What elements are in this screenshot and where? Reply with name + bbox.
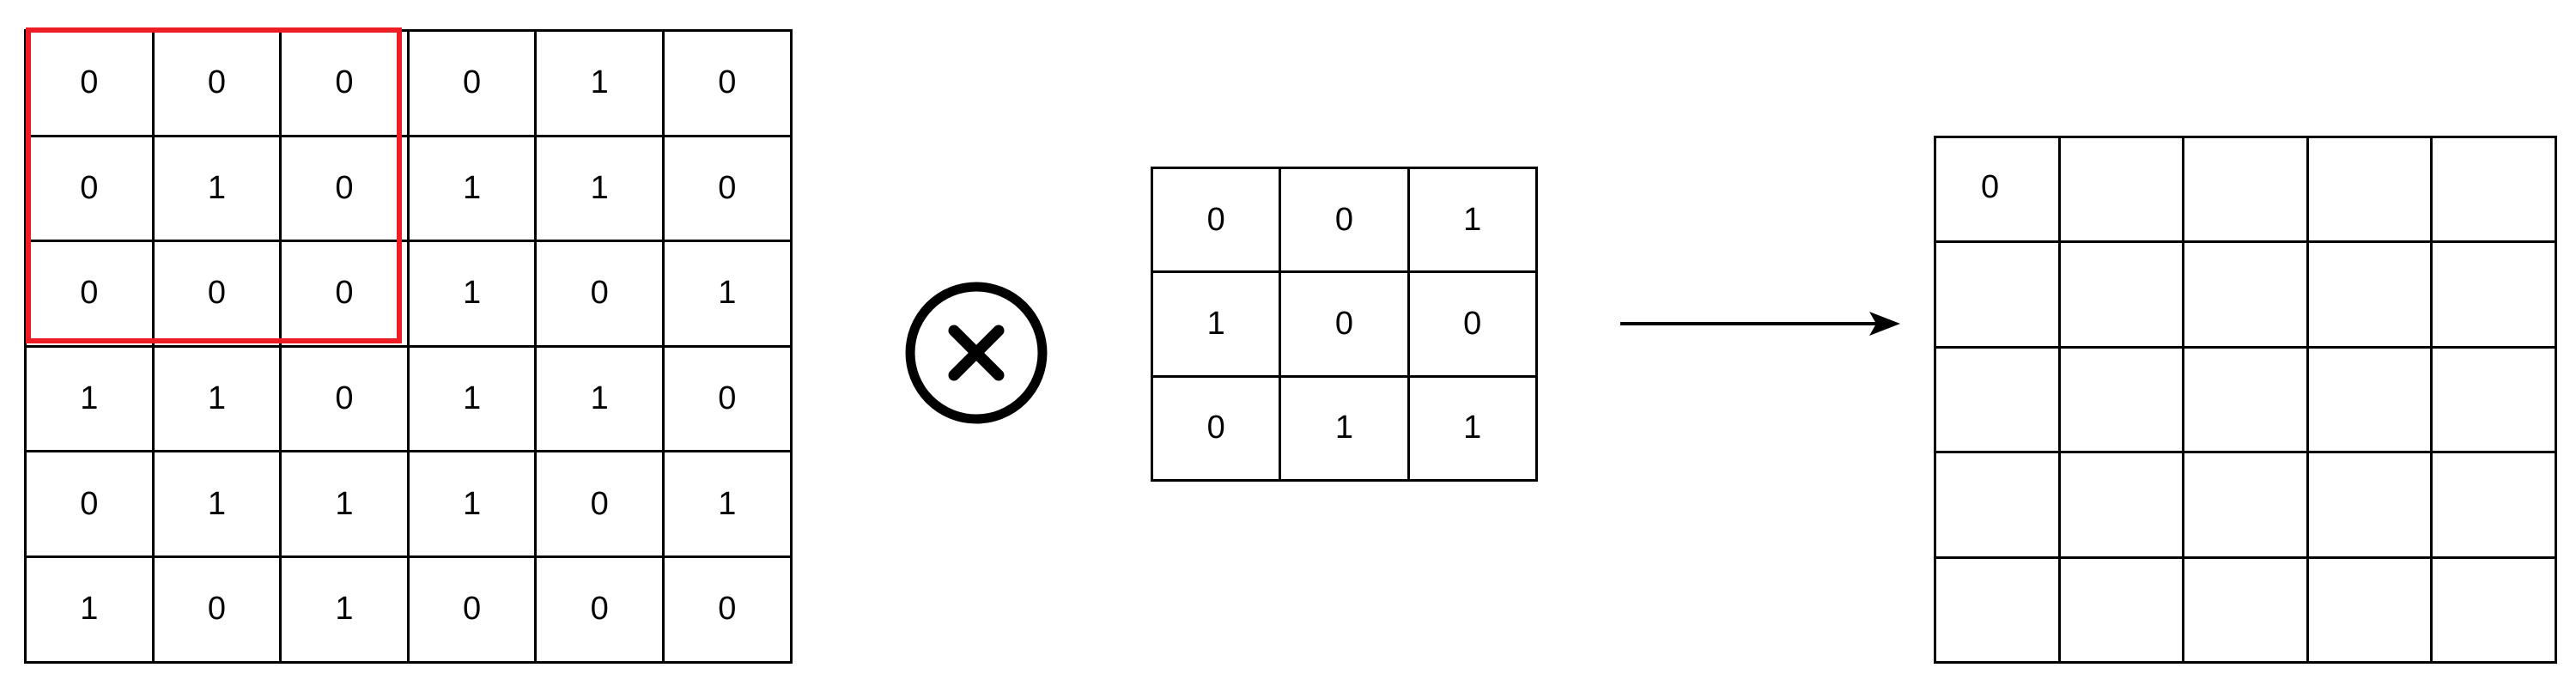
output-cell [2306,240,2433,349]
input-cell: 0 [24,450,155,558]
output-cell [1934,240,2061,349]
input-cell: 0 [406,555,538,664]
input-cell: 1 [151,450,283,558]
kernel-cell: 0 [1279,270,1410,378]
output-cell [2182,555,2309,664]
input-cell: 0 [279,240,410,348]
right-arrow-icon [1620,312,1900,336]
input-cell: 0 [661,344,793,453]
input-cell: 0 [24,134,155,243]
output-cell [2057,240,2185,349]
output-cell [2182,240,2309,349]
kernel-row: 0 0 1 [1150,166,1538,274]
output-cell [2182,135,2309,244]
kernel-cell: 0 [1150,166,1282,274]
kernel-cell: 1 [1279,374,1410,482]
kernel-row: 0 1 1 [1150,374,1538,482]
input-cell: 1 [24,555,155,664]
output-cell [1934,451,2061,559]
output-cell [2306,135,2433,244]
input-row: 1 1 0 1 1 0 [24,344,793,453]
output-cell [2182,451,2309,559]
kernel-cell: 0 [1279,166,1410,274]
kernel-row: 1 0 0 [1150,270,1538,378]
input-cell: 1 [661,450,793,558]
output-cell [2306,451,2433,559]
output-row [1934,555,2557,664]
input-row: 0 1 1 1 0 1 [24,450,793,558]
input-row: 1 0 1 0 0 0 [24,555,793,664]
kernel-matrix: 0 0 1 1 0 0 0 1 1 [1150,166,1538,482]
output-cell [2057,135,2185,244]
input-cell: 0 [279,344,410,453]
input-cell: 0 [661,134,793,243]
output-cell [2057,555,2185,664]
output-cell [2306,555,2433,664]
output-row [1934,345,2557,454]
output-cell [1934,555,2061,664]
kernel-cell: 1 [1406,166,1538,274]
input-cell: 1 [279,450,410,558]
kernel-cell: 0 [1150,374,1282,482]
input-cell: 1 [406,240,538,348]
input-cell: 1 [534,344,665,453]
input-row: 0 0 0 0 1 0 [24,29,793,137]
output-row [1934,451,2557,559]
input-cell: 0 [24,240,155,348]
output-cell [2182,345,2309,454]
input-cell: 1 [661,240,793,348]
output-cell [2430,240,2557,349]
input-cell: 0 [534,555,665,664]
input-cell: 1 [534,29,665,137]
input-cell: 0 [661,555,793,664]
output-cell [2057,451,2185,559]
input-cell: 0 [661,29,793,137]
kernel-cell: 1 [1150,270,1282,378]
input-cell: 0 [279,134,410,243]
output-cell [2306,345,2433,454]
input-cell: 0 [151,555,283,664]
input-cell: 1 [406,450,538,558]
input-cell: 1 [151,344,283,453]
output-row [1934,240,2557,349]
output-cell [2430,345,2557,454]
input-cell: 1 [534,134,665,243]
kernel-cell: 0 [1406,270,1538,378]
input-cell: 0 [24,29,155,137]
input-row: 0 0 0 1 0 1 [24,240,793,348]
input-cell: 0 [151,240,283,348]
input-cell: 1 [24,344,155,453]
input-cell: 0 [534,450,665,558]
input-cell: 1 [406,344,538,453]
input-cell: 0 [279,29,410,137]
input-cell: 0 [534,240,665,348]
output-cell [2057,345,2185,454]
input-cell: 0 [406,29,538,137]
kernel-cell: 1 [1406,374,1538,482]
output-cell [2430,451,2557,559]
input-cell: 0 [151,29,283,137]
circled-times-icon [905,282,1048,424]
input-row: 0 1 0 1 1 0 [24,134,793,243]
output-cell: 0 [1934,135,2061,244]
input-cell: 1 [406,134,538,243]
input-matrix: 0 0 0 0 1 0 0 1 0 1 1 0 0 0 0 1 0 1 1 1 … [24,29,793,664]
output-cell [1934,345,2061,454]
output-row: 0 [1934,135,2557,244]
input-cell: 1 [279,555,410,664]
input-cell: 1 [151,134,283,243]
output-cell [2430,555,2557,664]
output-matrix: 0 [1934,135,2557,664]
output-cell [2430,135,2557,244]
